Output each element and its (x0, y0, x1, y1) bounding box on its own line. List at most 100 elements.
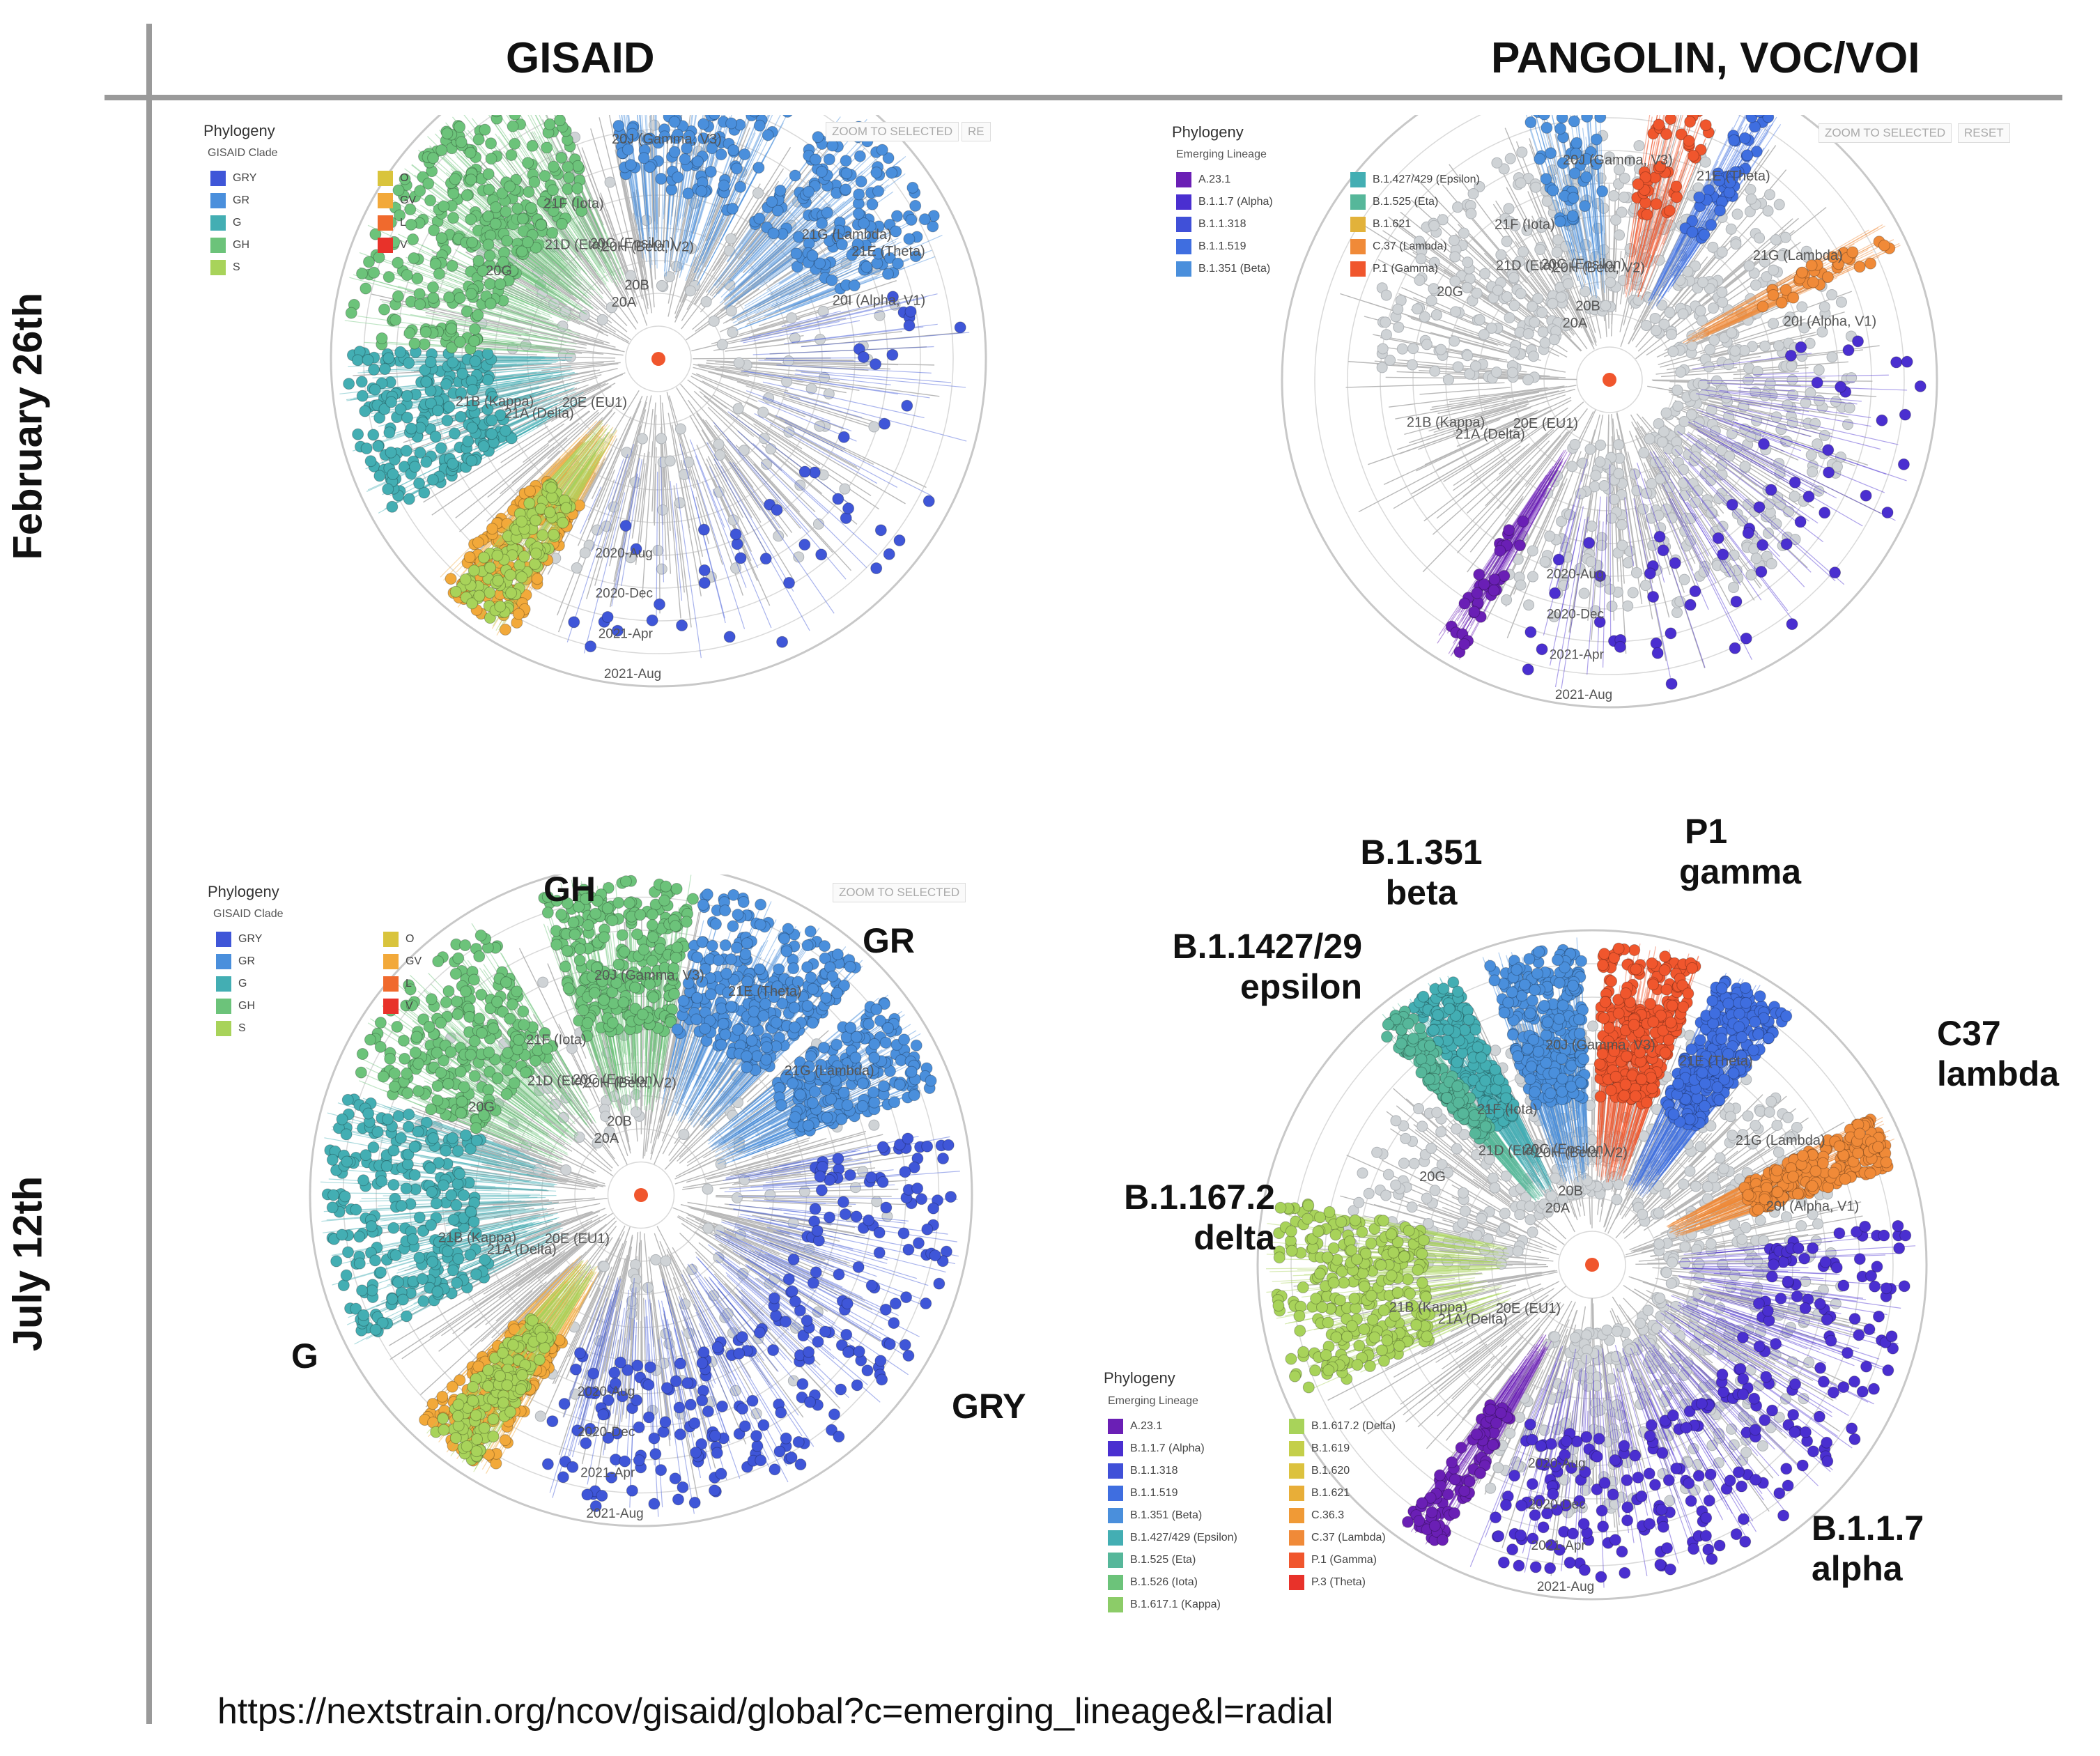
tip-node (1527, 571, 1538, 583)
branch (769, 346, 927, 355)
legend-item[interactable]: GR (210, 193, 249, 211)
tip-node (1762, 205, 1774, 217)
tip-node (1568, 167, 1581, 180)
tip-node (636, 433, 648, 445)
tip-node (1644, 567, 1656, 580)
legend-item[interactable]: B.1.1.318 (1176, 217, 1246, 235)
zoom-to-selected-button[interactable]: ZOOM TO SELECTED (1819, 123, 1952, 143)
branch (780, 256, 858, 297)
branch (675, 1028, 702, 1099)
tip-node (1722, 304, 1734, 316)
legend-swatch (1176, 194, 1191, 210)
tip-node (491, 115, 503, 125)
column-header-pangolin: PANGOLIN, VOC/VOI (1491, 34, 1920, 82)
tip-node (441, 127, 454, 139)
legend-swatch (210, 193, 226, 208)
legend-item[interactable]: G (210, 215, 241, 233)
tip-node (481, 373, 494, 386)
tip-node (1600, 300, 1612, 311)
legend-item[interactable]: A.23.1 (1176, 172, 1230, 190)
branch (682, 1270, 754, 1396)
color-by-label[interactable]: Emerging Lineage (1176, 148, 1267, 160)
tip-node (571, 160, 584, 172)
branch (566, 454, 628, 642)
legend-item[interactable]: GH (210, 238, 249, 256)
tip-node (368, 266, 380, 279)
legend-item[interactable]: B.1.1.7 (Alpha) (1176, 194, 1273, 213)
tip-node (596, 314, 608, 325)
legend-item[interactable]: B.1.427/429 (Epsilon) (1350, 172, 1480, 190)
tip-node (394, 403, 407, 415)
legend-item[interactable]: GRY (210, 171, 256, 189)
branch (1596, 151, 1604, 267)
tip-node (1835, 296, 1847, 308)
tip-node (1449, 235, 1460, 247)
branch (669, 1069, 748, 1162)
branch (488, 1230, 551, 1256)
tip-node (649, 119, 661, 131)
zoom-to-selected-button[interactable]: ZOOM TO SELECTED (826, 122, 959, 141)
legend-item[interactable]: B.1.621 (1350, 217, 1411, 235)
legend-item[interactable]: P.1 (Gamma) (1350, 261, 1438, 279)
branch (1424, 396, 1572, 465)
legend-item[interactable]: GV (378, 193, 416, 211)
branch (738, 256, 936, 330)
branch (1504, 251, 1545, 301)
tip-node (1551, 247, 1563, 259)
tip-node (1649, 312, 1661, 324)
tip-node (369, 383, 381, 396)
branch (769, 1242, 829, 1265)
branch (720, 1238, 764, 1263)
branch (606, 425, 642, 555)
reset-button[interactable]: RESET (1958, 123, 2010, 143)
branch (693, 1070, 738, 1128)
legend-item[interactable]: S (210, 260, 240, 278)
tip-node (1763, 498, 1775, 510)
branch (1437, 390, 1559, 418)
tip-node (857, 1166, 869, 1178)
tip-node (1750, 386, 1761, 398)
tip-node (1787, 389, 1799, 401)
color-by-label[interactable]: GISAID Clade (208, 147, 278, 159)
branch (761, 461, 867, 569)
branch (484, 1219, 569, 1250)
legend-label: L (400, 217, 406, 229)
branch (595, 1258, 621, 1334)
tip-node (1549, 587, 1561, 599)
branch (702, 481, 744, 596)
tip-node (1773, 340, 1784, 352)
reset-button[interactable]: RE (962, 122, 991, 141)
branch (530, 437, 605, 544)
legend-item[interactable]: L (378, 215, 406, 233)
branch (1345, 382, 1505, 388)
branch (741, 370, 899, 395)
branch (1395, 224, 1502, 302)
tip-node (890, 225, 902, 238)
branch (656, 171, 658, 241)
tip-node (1679, 525, 1691, 537)
branch (641, 115, 653, 265)
branch (1712, 469, 1845, 585)
legend-item[interactable]: V (378, 238, 408, 256)
branch (500, 286, 609, 337)
tip-node (679, 153, 691, 165)
branch (1395, 401, 1492, 419)
branch (648, 967, 661, 1102)
legend-item[interactable]: C.37 (Lambda) (1350, 239, 1447, 257)
tip-node (1709, 425, 1721, 437)
branch (694, 1231, 794, 1300)
tip-node (378, 403, 391, 415)
legend-item[interactable]: B.1.525 (Eta) (1350, 194, 1438, 213)
tip-node (489, 217, 502, 230)
legend-item[interactable]: B.1.351 (Beta) (1176, 261, 1270, 279)
branch (1492, 498, 1523, 539)
legend-item[interactable]: B.1.1.519 (1176, 239, 1246, 257)
branch (743, 320, 860, 344)
tip-node (1897, 458, 1910, 470)
tip-node (1716, 286, 1728, 298)
clade-label: 21D (Eta) (545, 237, 605, 252)
legend-item[interactable]: O (378, 171, 408, 189)
branch (479, 165, 565, 258)
branch (1572, 196, 1585, 256)
tip-node (427, 152, 440, 164)
